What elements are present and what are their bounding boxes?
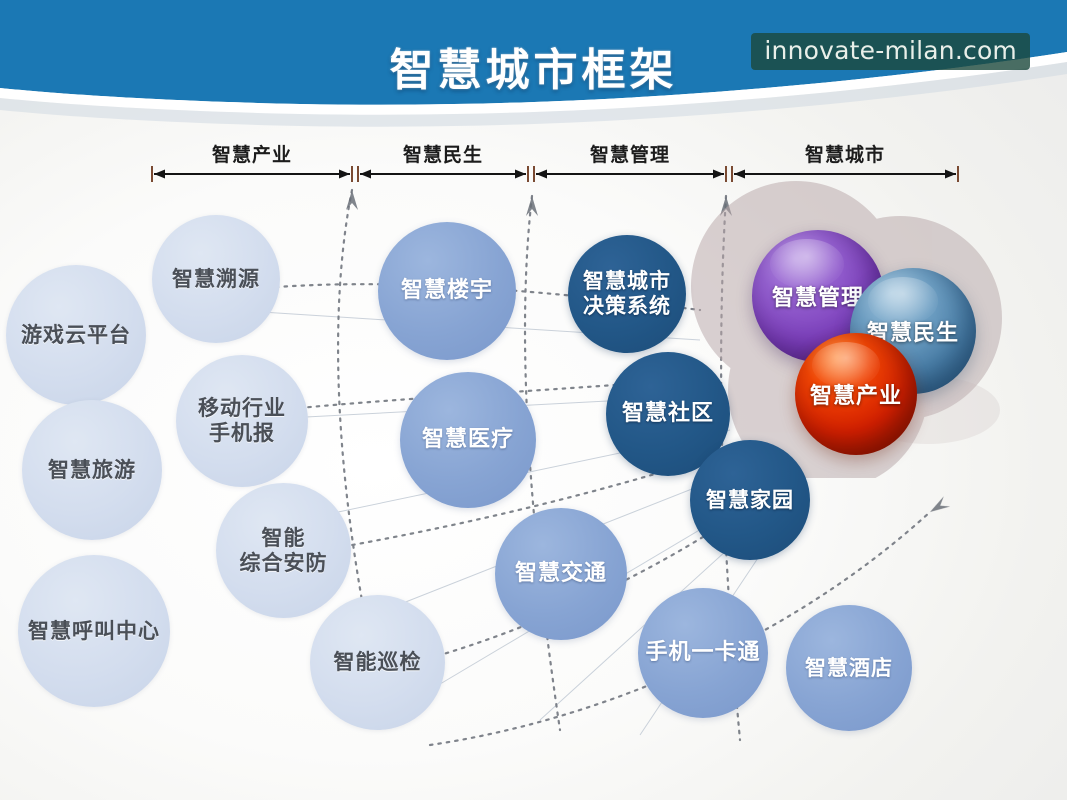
bubble-node[interactable]: 智慧溯源	[152, 215, 280, 343]
sphere-label: 智慧管理	[771, 286, 864, 311]
bubble-label: 智慧溯源	[172, 266, 260, 291]
segment-label: 智慧产业	[211, 144, 292, 166]
watermark: innovate-milan.com	[751, 33, 1030, 70]
bubble-label: 智慧旅游	[48, 457, 136, 482]
title-banner: 智慧城市框架	[0, 0, 1067, 150]
bubble-node[interactable]: 智能巡检	[310, 595, 445, 730]
bubble-node[interactable]: 手机一卡通	[638, 588, 768, 718]
bubble-node[interactable]: 智慧家园	[690, 440, 810, 560]
bubble-node[interactable]: 智能 综合安防	[216, 483, 351, 618]
sphere-label: 智慧产业	[809, 384, 902, 409]
bubble-label: 智慧社区	[621, 401, 714, 427]
bubble-label: 智能 综合安防	[239, 525, 328, 575]
bubble-label: 手机一卡通	[645, 640, 761, 666]
bubble-label: 智慧酒店	[805, 655, 893, 680]
bubble-label: 智慧交通	[514, 561, 607, 587]
bubble-label: 智慧城市 决策系统	[583, 269, 671, 318]
segment-ruler: 智慧产业 智慧民生 智慧管理 智慧城市	[0, 140, 1067, 190]
bubble-node[interactable]: 智慧旅游	[22, 400, 162, 540]
segment-label: 智慧城市	[804, 144, 885, 166]
segment-label: 智慧管理	[589, 144, 670, 166]
bubble-label: 移动行业 手机报	[198, 396, 286, 445]
sphere-smart-industry[interactable]: 智慧产业	[795, 333, 917, 455]
segment-label: 智慧民生	[402, 144, 483, 166]
bubble-label: 智慧楼宇	[400, 278, 493, 304]
bubble-node[interactable]: 智慧医疗	[400, 372, 536, 508]
bubble-node[interactable]: 智慧呼叫中心	[18, 555, 170, 707]
bubble-label: 智能巡检	[333, 650, 422, 675]
bubble-node[interactable]: 移动行业 手机报	[176, 355, 308, 487]
ruler-arrows	[151, 166, 959, 182]
bubble-label: 智慧呼叫中心	[28, 618, 160, 643]
bubble-label: 游戏云平台	[21, 322, 131, 347]
banner-shape	[0, 0, 1067, 127]
bubble-label: 智慧家园	[706, 487, 794, 512]
bubble-node[interactable]: 智慧交通	[495, 508, 627, 640]
bubble-node[interactable]: 智慧城市 决策系统	[568, 235, 686, 353]
bubble-node[interactable]: 游戏云平台	[6, 265, 146, 405]
bubble-node[interactable]: 智慧楼宇	[378, 222, 516, 360]
bubble-node[interactable]: 智慧酒店	[786, 605, 912, 731]
bubble-label: 智慧医疗	[421, 427, 514, 453]
